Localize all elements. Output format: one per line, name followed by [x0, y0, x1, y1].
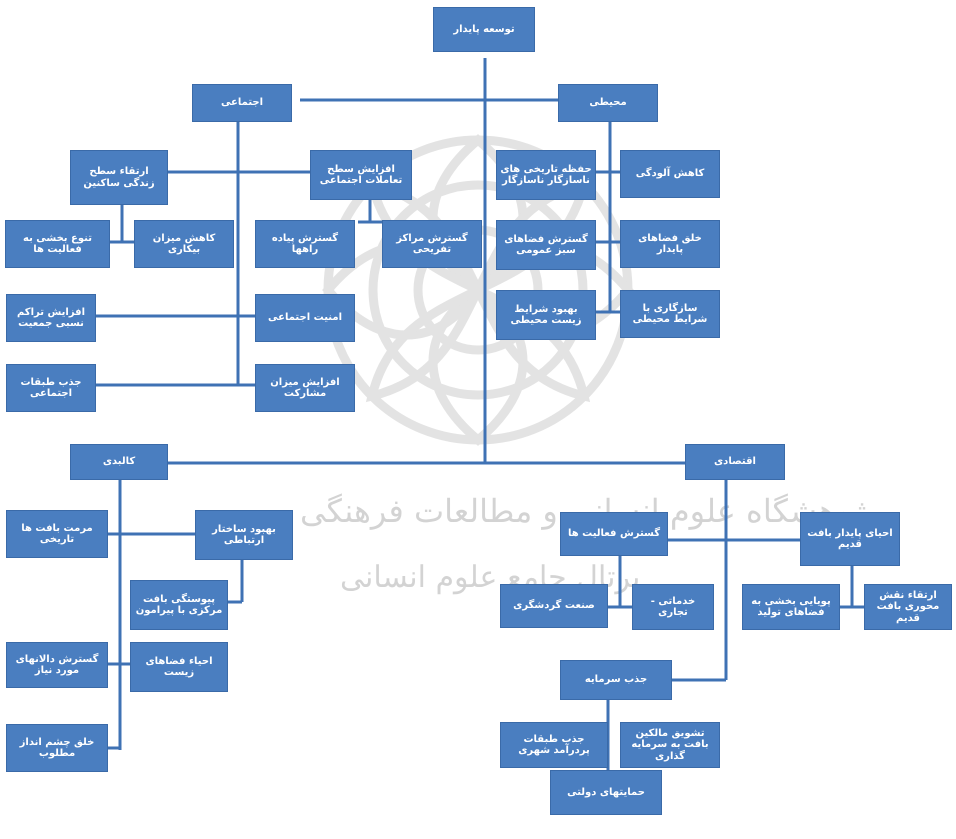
node-social-security[interactable]: امنیت اجتماعی — [255, 294, 355, 342]
node-social-classes[interactable]: جذب طبقات اجتماعی — [6, 364, 96, 412]
node-env-conflicts[interactable]: حفظه تاریخی های ناسازگار ناسازگار — [496, 150, 596, 200]
node-econ-expand[interactable]: گسترش فعالیت ها — [560, 512, 668, 556]
node-social-participation[interactable]: افزایش میزان مشارکت — [255, 364, 355, 412]
node-social-diversity[interactable]: تنوع بخشی به فعالیت ها — [5, 220, 110, 268]
node-physical-corridors[interactable]: گسترش دالانهای مورد نیاز — [6, 642, 108, 688]
node-economic[interactable]: اقتصادی — [685, 444, 785, 480]
node-social-unemployment[interactable]: کاهش میزان بیکاری — [134, 220, 234, 268]
node-environmental[interactable]: محیطی — [558, 84, 658, 122]
node-econ-classes[interactable]: جذب طبقات پردرآمد شهری — [500, 722, 608, 768]
node-social[interactable]: اجتماعی — [192, 84, 292, 122]
node-econ-owners[interactable]: تشویق مالکین بافت به سرمایه گذاری — [620, 722, 720, 768]
node-physical[interactable]: کالبدی — [70, 444, 168, 480]
node-econ-support[interactable]: حمایتهای دولتی — [550, 770, 662, 815]
node-econ-core[interactable]: ارتقاء نقش محوری بافت قدیم — [864, 584, 952, 630]
node-env-greenspace[interactable]: گسترش فضاهای سبز عمومی — [496, 220, 596, 270]
node-econ-revive[interactable]: احیای پایدار بافت قدیم — [800, 512, 900, 566]
node-social-density[interactable]: افزایش تراکم نسبی جمعیت — [6, 294, 96, 342]
node-env-pollution[interactable]: کاهش آلودگی — [620, 150, 720, 198]
node-physical-revive[interactable]: احیاء فضاهای زیست — [130, 642, 228, 692]
node-env-sustainable-spaces[interactable]: خلق فضاهای پایدار — [620, 220, 720, 268]
node-social-interaction[interactable]: افزایش سطح تعاملات اجتماعی — [310, 150, 412, 200]
node-econ-capital[interactable]: جذب سرمایه — [560, 660, 672, 700]
node-physical-view[interactable]: خلق چشم انداز مطلوب — [6, 724, 108, 772]
node-physical-link[interactable]: پیوستگی بافت مرکزی با پیرامون — [130, 580, 228, 630]
node-physical-historic[interactable]: مرمت بافت ها تاریخی — [6, 510, 108, 558]
node-econ-production[interactable]: پویایی بخشی به فضاهای تولید — [742, 584, 840, 630]
node-econ-tourism[interactable]: صنعت گردشگری — [500, 584, 608, 628]
node-root[interactable]: توسعه پایدار — [433, 7, 535, 52]
node-env-adapt[interactable]: سازگاری با شرایط محیطی — [620, 290, 720, 338]
node-physical-structure[interactable]: بهبود ساختار ارتباطی — [195, 510, 293, 560]
node-social-walkways[interactable]: گسترش پیاده راهها — [255, 220, 355, 268]
node-social-leisure[interactable]: گسترش مراکز تفریحی — [382, 220, 482, 268]
node-econ-service[interactable]: خدماتی - تجاری — [632, 584, 714, 630]
node-social-quality[interactable]: ارتقاء سطح زندگی ساکنین — [70, 150, 168, 205]
node-env-improve[interactable]: بهبود شرایط زیست محیطی — [496, 290, 596, 340]
